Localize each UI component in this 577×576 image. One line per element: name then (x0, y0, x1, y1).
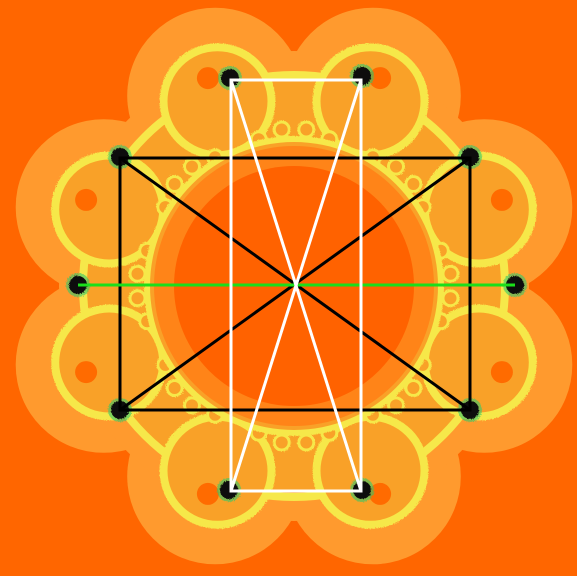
bead (300, 124, 312, 136)
bead (390, 161, 402, 173)
bulb-core (75, 189, 97, 211)
bead (407, 178, 419, 190)
bead (276, 124, 288, 136)
bulb-core (491, 361, 513, 383)
bead (276, 437, 288, 449)
bead (132, 292, 144, 304)
bulb-core (197, 67, 219, 89)
bulb-core (491, 189, 513, 211)
bead (132, 268, 144, 280)
bulb-core (197, 483, 219, 505)
bead (407, 382, 419, 394)
bulb-core (75, 361, 97, 383)
bead (186, 161, 198, 173)
bead (169, 382, 181, 394)
bead (445, 292, 457, 304)
bead (300, 437, 312, 449)
bead (169, 178, 181, 190)
bead (445, 268, 457, 280)
